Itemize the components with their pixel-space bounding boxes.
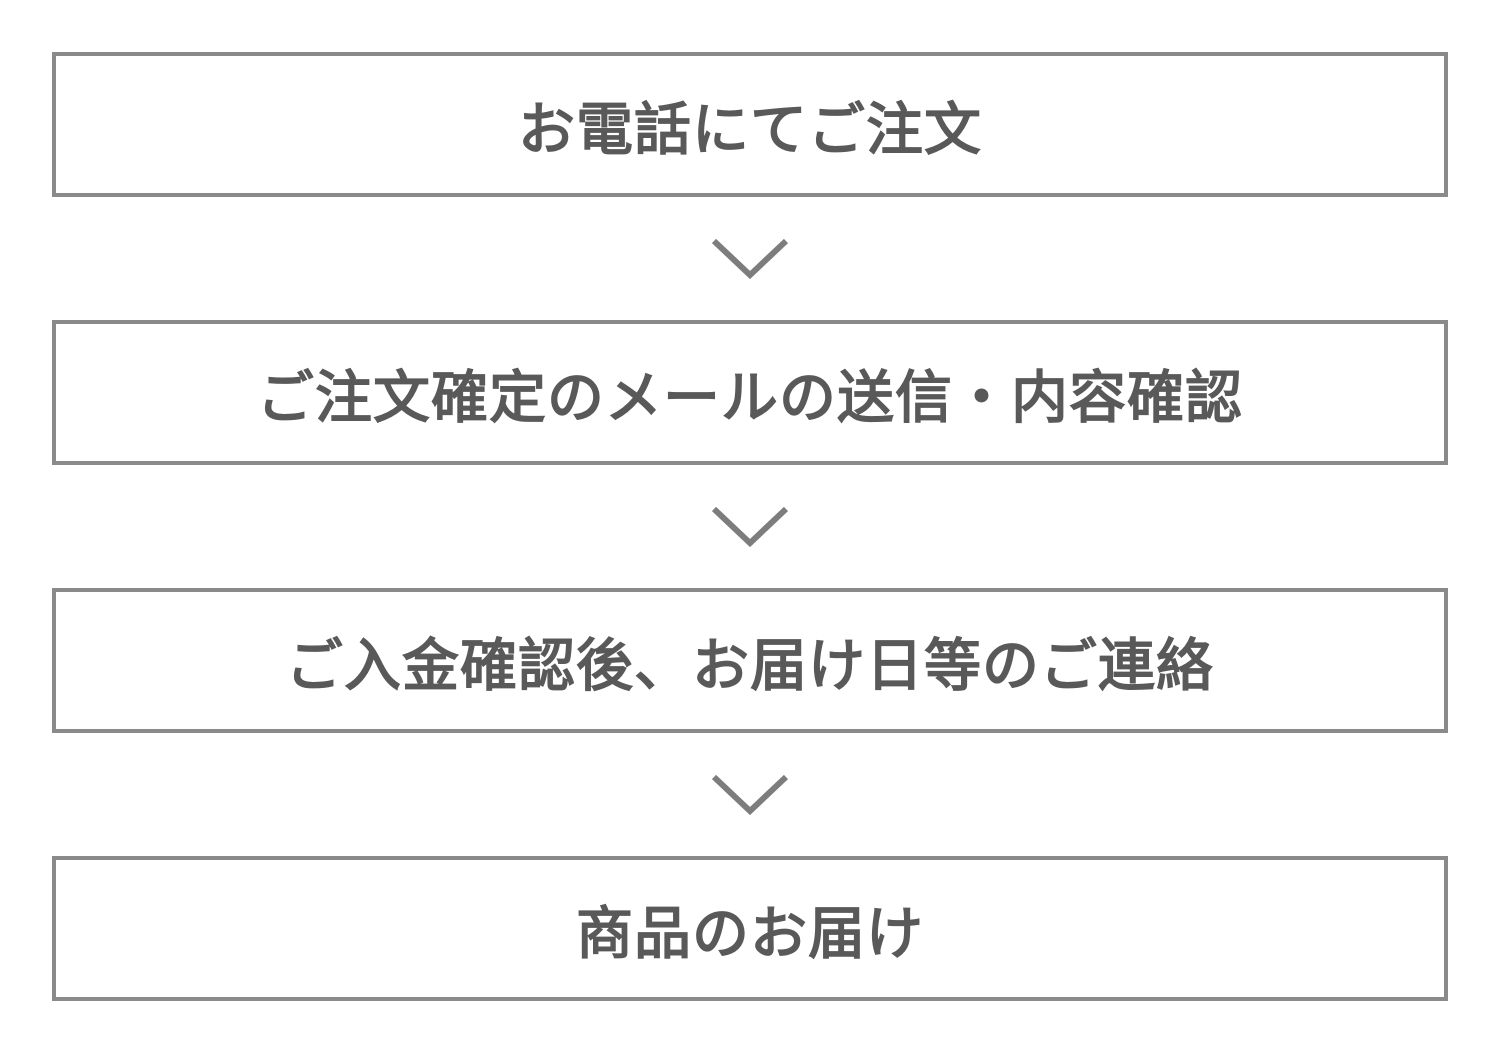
flow-step-product-delivery: 商品のお届け: [52, 856, 1448, 1001]
flow-step-label: 商品のお届け: [576, 901, 924, 966]
flow-step-label: ご入金確認後、お届け日等のご連絡: [286, 633, 1214, 698]
flow-arrow-separator: [52, 465, 1448, 588]
flow-step-label: ご注文確定のメールの送信・内容確認: [257, 365, 1243, 430]
flow-arrow-separator: [52, 197, 1448, 320]
flow-step-order-by-phone: お電話にてご注文: [52, 52, 1448, 197]
flow-step-confirmation-email: ご注文確定のメールの送信・内容確認: [52, 320, 1448, 465]
flow-step-label: お電話にてご注文: [518, 97, 982, 162]
flow-arrow-separator: [52, 733, 1448, 856]
chevron-down-icon: [711, 774, 789, 815]
chevron-down-icon: [711, 238, 789, 279]
chevron-down-icon: [711, 506, 789, 547]
flow-step-payment-delivery-contact: ご入金確認後、お届け日等のご連絡: [52, 588, 1448, 733]
order-flow-diagram: お電話にてご注文 ご注文確定のメールの送信・内容確認 ご入金確認後、お届け日等の…: [52, 52, 1448, 1001]
